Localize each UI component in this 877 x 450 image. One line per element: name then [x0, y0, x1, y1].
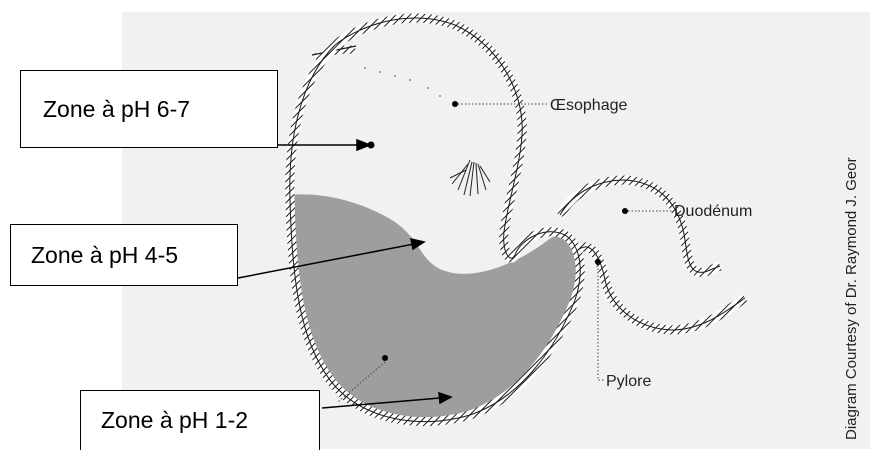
- zone-ph-4-5-label: Zone à pH 4-5: [31, 242, 178, 269]
- diagram-credit: Diagram Courtesy of Dr. Raymond J. Geor: [843, 157, 860, 440]
- esophagus-label: Œsophage: [550, 97, 627, 114]
- pylorus-label: Pylore: [606, 373, 651, 390]
- duodenum-label: Duodénum: [674, 203, 752, 220]
- zone-ph-4-5-box: Zone à pH 4-5: [10, 224, 238, 286]
- zone-ph-6-7-box: Zone à pH 6-7: [20, 70, 278, 148]
- zone-ph-1-2-box: Zone à pH 1-2: [80, 390, 320, 450]
- zone-ph-1-2-label: Zone à pH 1-2: [101, 407, 248, 434]
- zone-ph-6-7-label: Zone à pH 6-7: [43, 96, 190, 123]
